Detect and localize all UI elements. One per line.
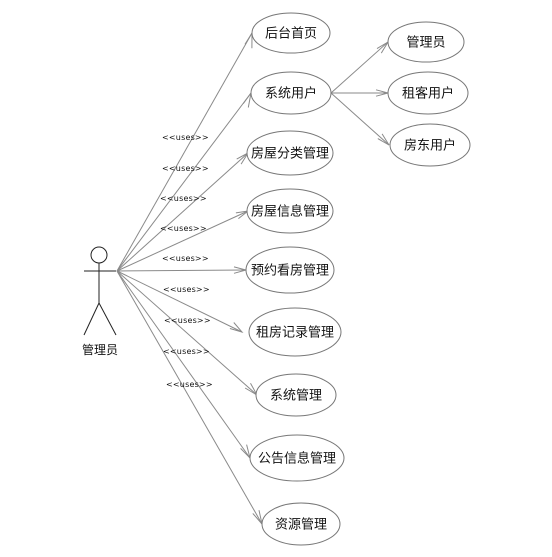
- uses-label: <<uses>>: [166, 380, 213, 389]
- use-case-uc3[interactable]: 房屋分类管理: [246, 130, 334, 176]
- use-case-label: 资源管理: [275, 518, 327, 533]
- uses-label: <<uses>>: [160, 224, 207, 233]
- connector-uc9: [116, 270, 263, 525]
- uses-label: <<uses>>: [163, 347, 210, 356]
- use-case-uc4[interactable]: 房屋信息管理: [246, 188, 334, 234]
- use-case-label: 房屋信息管理: [251, 204, 329, 220]
- connector-uc1: [116, 31, 253, 272]
- use-case-label: 房屋分类管理: [251, 146, 329, 162]
- use-cases: 后台首页 系统用户 房屋分类管理 房屋信息管理 预约看房管理 租房记录管理 系统…: [245, 12, 345, 546]
- connector-uc8: [116, 270, 251, 460]
- use-case-uc9[interactable]: 资源管理: [261, 502, 341, 546]
- use-case-uc5[interactable]: 预约看房管理: [245, 246, 335, 294]
- uses-label: <<uses>>: [160, 194, 207, 203]
- use-case-uc1[interactable]: 后台首页: [251, 12, 331, 54]
- sub-use-case-s3[interactable]: 房东用户: [389, 123, 471, 167]
- use-case-label: 公告信息管理: [258, 451, 336, 467]
- connector-s1: [330, 41, 389, 94]
- actor: [83, 246, 117, 336]
- use-case-label: 管理员: [406, 36, 445, 51]
- sub-use-case-s2[interactable]: 租客用户: [387, 71, 469, 115]
- use-case-label: 预约看房管理: [251, 263, 329, 279]
- connector-uc5: [116, 266, 248, 274]
- use-case-uc2[interactable]: 系统用户: [250, 71, 332, 115]
- actor-head: [90, 246, 108, 264]
- use-case-label: 租客用户: [402, 86, 454, 102]
- use-case-label: 房东用户: [404, 138, 456, 154]
- uses-label: <<uses>>: [162, 164, 209, 173]
- sub-use-cases: 管理员 租客用户 房东用户: [387, 21, 471, 167]
- connector-uc6: [116, 270, 244, 333]
- sub-connectors: [330, 41, 390, 146]
- use-case-label: 后台首页: [265, 27, 317, 42]
- actor-left-leg: [83, 302, 100, 336]
- use-case-label: 租房记录管理: [256, 325, 334, 341]
- stereotype-labels: <<uses>> <<uses>> <<uses>> <<uses>> <<us…: [160, 133, 213, 389]
- connector-uc2: [116, 92, 252, 272]
- use-case-label: 系统管理: [270, 389, 322, 404]
- actor-connectors: [116, 31, 263, 525]
- use-case-uc7[interactable]: 系统管理: [255, 373, 337, 417]
- sub-use-case-s1[interactable]: 管理员: [387, 21, 465, 63]
- use-case-label: 系统用户: [265, 86, 317, 102]
- uses-label: <<uses>>: [162, 133, 209, 142]
- uses-label: <<uses>>: [164, 316, 211, 325]
- connector-s3: [330, 92, 390, 146]
- actor-name: 管理员: [82, 342, 118, 357]
- use-case-uc8[interactable]: 公告信息管理: [249, 434, 345, 482]
- connector-s2: [331, 89, 390, 97]
- uses-label: <<uses>>: [162, 254, 209, 263]
- actor-right-leg: [98, 302, 117, 336]
- use-case-uc6[interactable]: 租房记录管理: [248, 307, 342, 357]
- uses-label: <<uses>>: [163, 285, 210, 294]
